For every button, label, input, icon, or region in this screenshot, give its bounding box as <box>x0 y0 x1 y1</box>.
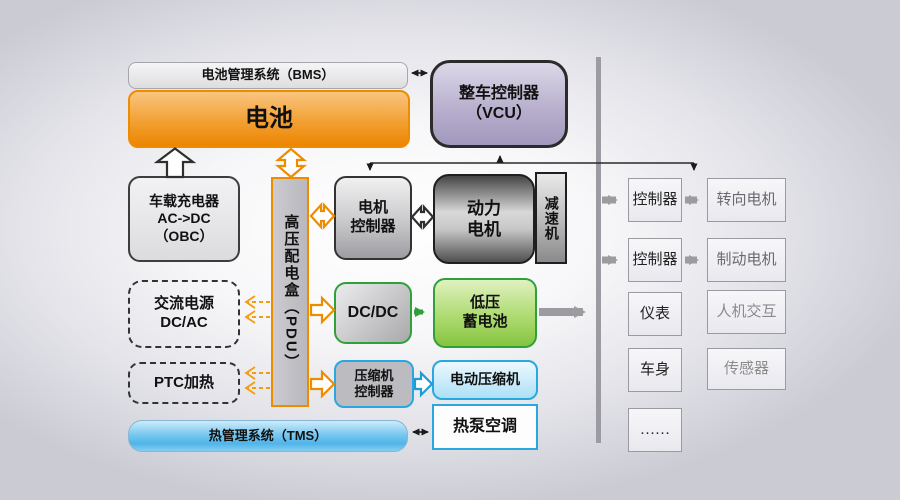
dcdc-box: DC/DC <box>334 282 412 344</box>
ac-source-line2: DC/AC <box>160 314 208 331</box>
steering-controller-label: 控制器 <box>632 191 678 208</box>
arrow-pdu-dcdc <box>309 295 336 325</box>
braking-motor-label: 制动电机 <box>716 251 777 268</box>
vcu-label-line2: （VCU） <box>466 105 532 122</box>
compressor-controller-line2: 控制器 <box>354 384 394 399</box>
instrument-label: 仪表 <box>639 305 670 322</box>
vcu-label-line1: 整车控制器 <box>458 85 539 102</box>
obc-box: 车载充电器 AC->DC （OBC） <box>128 176 240 262</box>
electric-compressor-box: 电动压缩机 <box>432 360 538 400</box>
hmi-label: 人机交互 <box>716 303 777 320</box>
motor-controller-box: 电机 控制器 <box>334 176 412 260</box>
heat-pump-label: 热泵空调 <box>452 418 517 435</box>
battery-box: 电池 <box>128 90 410 148</box>
more-items-box: …… <box>628 408 682 452</box>
reducer-box: 减速机 <box>535 172 567 264</box>
drive-motor-line1: 动力 <box>467 198 501 218</box>
hmi-box: 人机交互 <box>707 290 786 334</box>
obc-label-line2: AC->DC <box>157 210 211 227</box>
compressor-controller-line1: 压缩机 <box>354 367 394 383</box>
dashed-link-ptc-pdu <box>244 366 270 395</box>
pdu-label: 高压配电盒（PDU） <box>282 213 300 371</box>
ac-source-line1: 交流电源 <box>153 295 214 313</box>
steering-motor-box: 转向电机 <box>707 178 786 222</box>
vcu-signal-bus <box>366 155 698 171</box>
arrow-pdu-compressor-controller <box>309 369 336 399</box>
vehicle-body-box: 车身 <box>628 348 682 392</box>
vcu-box: 整车控制器 （VCU） <box>430 60 568 148</box>
electric-compressor-label: 电动压缩机 <box>450 371 520 388</box>
bms-bar: 电池管理系统（BMS） <box>128 62 408 89</box>
section-divider-line <box>596 57 601 443</box>
steering-controller-box: 控制器 <box>628 178 682 222</box>
obc-label-line3: （OBC） <box>154 227 214 244</box>
lv-battery-box: 低压 蓄电池 <box>433 278 537 348</box>
ptc-label: PTC加热 <box>153 373 214 391</box>
bms-label: 电池管理系统（BMS） <box>201 67 335 83</box>
tms-bar: 热管理系统（TMS） <box>128 420 408 452</box>
battery-label: 电池 <box>245 105 293 132</box>
heat-pump-box: 热泵空调 <box>432 404 538 450</box>
steering-motor-label: 转向电机 <box>716 191 777 208</box>
braking-controller-box: 控制器 <box>628 238 682 282</box>
drive-motor-line2: 电机 <box>467 220 501 239</box>
instrument-box: 仪表 <box>628 292 682 336</box>
more-items-label: …… <box>640 421 670 438</box>
dashed-link-ac-source-pdu <box>244 295 270 324</box>
vehicle-body-label: 车身 <box>639 361 670 378</box>
pdu-box: 高压配电盒（PDU） <box>271 177 309 407</box>
ac-source-box: 交流电源 DC/AC <box>128 280 240 348</box>
ptc-box: PTC加热 <box>128 362 240 404</box>
braking-motor-box: 制动电机 <box>707 238 786 282</box>
lv-battery-line1: 低压 <box>469 294 500 312</box>
arrow-motor-controller-drive-motor <box>410 204 435 230</box>
drive-motor-box: 动力 电机 <box>433 174 535 264</box>
arrow-battery-pdu <box>274 147 308 179</box>
motor-controller-line1: 电机 <box>357 199 388 217</box>
tms-label: 热管理系统（TMS） <box>208 427 328 443</box>
arrow-pdu-motor-controller <box>309 202 336 230</box>
compressor-controller-box: 压缩机 控制器 <box>334 360 414 408</box>
sensor-box: 传感器 <box>707 348 786 390</box>
dcdc-label: DC/DC <box>347 304 399 321</box>
motor-controller-line2: 控制器 <box>350 218 396 235</box>
arrow-compressor-controller-e-compressor <box>413 370 434 398</box>
arrow-obc-battery <box>153 147 197 179</box>
braking-controller-label: 控制器 <box>632 251 678 268</box>
lv-battery-line2: 蓄电池 <box>462 313 508 330</box>
reducer-label: 减速机 <box>543 195 560 241</box>
sensor-label: 传感器 <box>723 360 769 377</box>
obc-label-line1: 车载充电器 <box>149 192 219 209</box>
